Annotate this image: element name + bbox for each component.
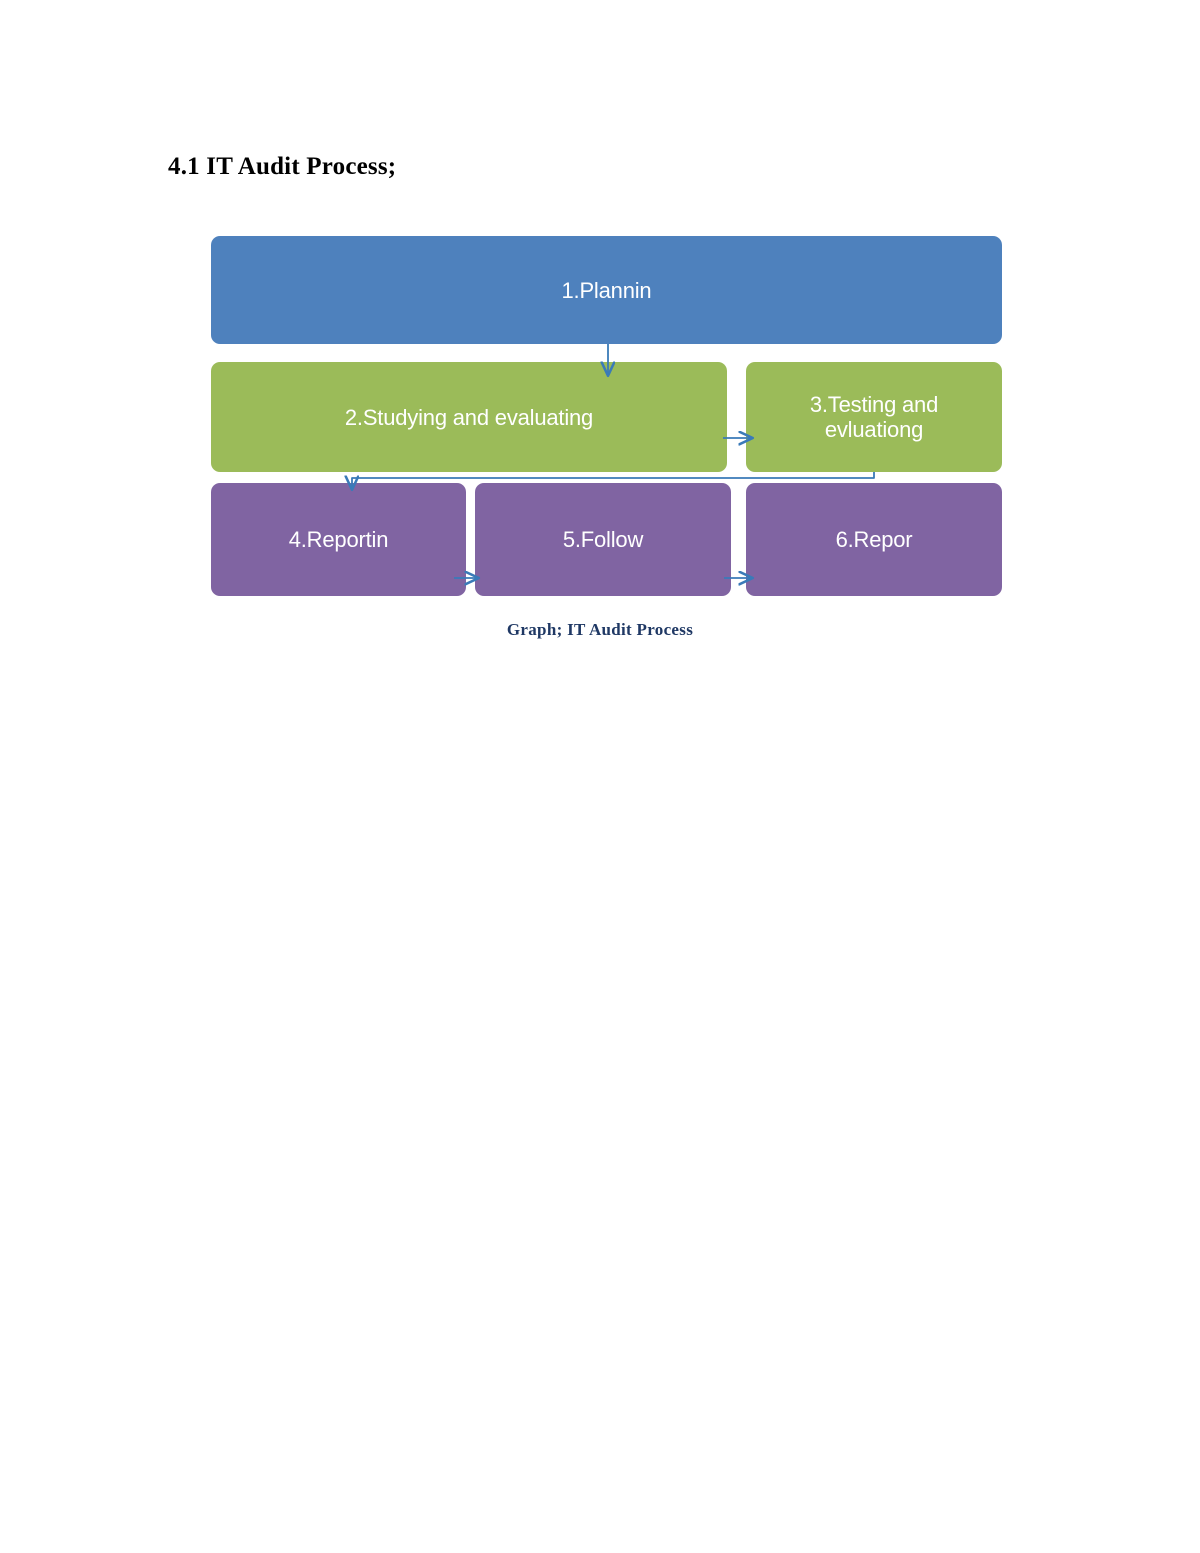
process-node-follow[interactable]: 5.Follow — [475, 483, 731, 596]
process-node-reporting-label: 4.Reportin — [288, 527, 389, 552]
process-node-testing-label-line1: 3.Testing and — [809, 392, 939, 417]
process-node-follow-label: 5.Follow — [562, 527, 644, 552]
figure-caption: Graph; IT Audit Process — [506, 620, 694, 639]
process-flow-diagram: 1.Plannin 2.Studying and evaluating 3.Te… — [211, 236, 1002, 596]
process-node-report-label: 6.Repor — [835, 527, 913, 552]
process-node-testing-label-line2: evluationg — [824, 417, 924, 442]
process-node-testing[interactable]: 3.Testing and evluationg — [746, 362, 1002, 472]
page-title: 4.1 IT Audit Process; — [168, 153, 397, 180]
process-node-studying-label: 2.Studying and evaluating — [344, 404, 594, 430]
process-node-studying[interactable]: 2.Studying and evaluating — [211, 362, 727, 472]
process-node-report[interactable]: 6.Repor — [746, 483, 1002, 596]
process-node-planning-label: 1.Plannin — [561, 277, 652, 303]
process-node-testing-label: 3.Testing and evluationg — [810, 392, 938, 442]
process-node-reporting[interactable]: 4.Reportin — [211, 483, 466, 596]
process-node-planning[interactable]: 1.Plannin — [211, 236, 1002, 344]
